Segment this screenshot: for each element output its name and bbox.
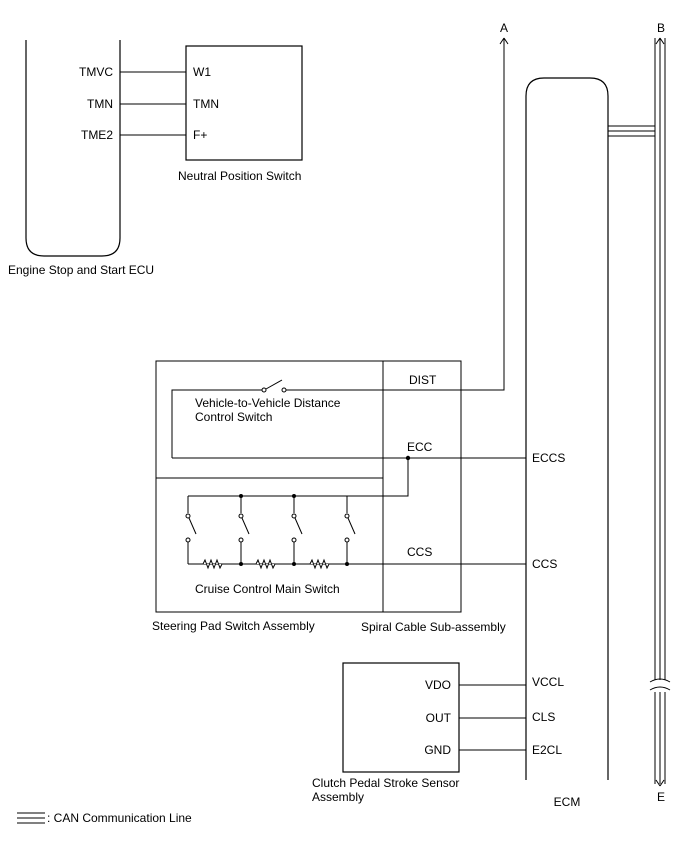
- connector-a-arrow-left: [499, 37, 505, 45]
- clutch-pin-gnd: GND: [424, 743, 451, 757]
- main-switch-2-contact-bottom: [238, 537, 244, 543]
- legend-text: : CAN Communication Line: [47, 811, 192, 825]
- ecu-pin-tmvc: TMVC: [79, 65, 113, 79]
- neutral-position-switch-label: Neutral Position Switch: [178, 169, 301, 183]
- ecm-pin-ccs: CCS: [532, 557, 557, 571]
- main-switch-1-blade: [188, 517, 197, 535]
- ecu-pin-tme2: TME2: [81, 128, 113, 142]
- connector-a-label: A: [500, 21, 508, 35]
- main-switch-3-contact-bottom: [291, 537, 297, 543]
- clutch-pin-vdo: VDO: [425, 678, 451, 692]
- ecm-label: ECM: [554, 795, 581, 809]
- connector-b-arrow-left: [655, 37, 661, 45]
- connector-b-label: B: [657, 21, 665, 35]
- can-bus-break-top: [649, 678, 671, 683]
- ecm-pin-cls: CLS: [532, 710, 555, 724]
- main-switch-3-contact-top: [291, 513, 297, 519]
- connector-e-arrow-left: [655, 779, 661, 787]
- distance-switch-blade: [265, 379, 283, 390]
- spiral-cable-sub-assembly-box: [382, 360, 462, 613]
- wire-distance-switch-left: [171, 389, 262, 458]
- wire-ecc-to-main-switch: [188, 458, 409, 497]
- main-switch-4-contact-top: [344, 513, 350, 519]
- distance-switch-contact-right: [281, 387, 287, 393]
- spiral-pin-ecc: ECC: [407, 440, 433, 454]
- clutch-sensor-label-1: Clutch Pedal Stroke Sensor: [312, 776, 459, 790]
- distance-switch-label-2: Control Switch: [195, 410, 272, 424]
- clutch-sensor-label-2: Assembly: [312, 790, 364, 804]
- engine-stop-start-ecu-body: [25, 40, 121, 257]
- clutch-pedal-stroke-sensor-box: [342, 662, 460, 773]
- resistor-2: [255, 558, 276, 570]
- main-switch-2-bottom-junction: [239, 562, 243, 566]
- ecm-pin-e2cl: E2CL: [532, 743, 562, 757]
- ecm-body: [525, 77, 609, 780]
- clutch-pin-out: OUT: [426, 711, 452, 725]
- ecm-pin-vccl: VCCL: [532, 675, 564, 689]
- cruise-control-main-switch-label: Cruise Control Main Switch: [195, 582, 340, 596]
- spiral-pin-dist: DIST: [409, 373, 437, 387]
- nps-pin-w1: W1: [193, 65, 211, 79]
- ecm-pin-eccs: ECCS: [532, 451, 565, 465]
- distance-switch-label-1: Vehicle-to-Vehicle Distance: [195, 396, 341, 410]
- can-bus-break-bottom: [649, 686, 671, 691]
- neutral-position-switch-box: [185, 45, 303, 161]
- connector-b-arrow-right: [659, 37, 665, 45]
- main-switch-4-blade: [347, 517, 356, 535]
- steering-pad-switch-assembly-label: Steering Pad Switch Assembly: [152, 619, 315, 633]
- main-switch-3-bottom-junction: [292, 562, 296, 566]
- nps-pin-fplus: F+: [193, 128, 207, 142]
- main-switch-2-contact-top: [238, 513, 244, 519]
- main-switch-1-contact-top: [185, 513, 191, 519]
- spiral-pin-ccs: CCS: [407, 545, 432, 559]
- main-switch-1-contact-bottom: [185, 537, 191, 543]
- connector-a-arrow-right: [503, 37, 509, 45]
- main-switch-4-bottom-junction: [345, 562, 349, 566]
- engine-stop-start-ecu-label: Engine Stop and Start ECU: [8, 263, 154, 277]
- main-switch-4-contact-bottom: [344, 537, 350, 543]
- connector-e-label: E: [657, 790, 665, 804]
- main-switch-3-blade: [294, 517, 303, 535]
- ecu-pin-tmn: TMN: [87, 97, 113, 111]
- resistor-1: [202, 558, 223, 570]
- wire-dist-to-a: [286, 38, 505, 391]
- spiral-cable-sub-assembly-label: Spiral Cable Sub-assembly: [361, 620, 506, 634]
- distance-switch-contact-left: [261, 387, 267, 393]
- resistor-3: [309, 558, 330, 570]
- connector-e-arrow-right: [659, 779, 665, 787]
- nps-pin-tmn: TMN: [193, 97, 219, 111]
- main-switch-2-blade: [241, 517, 250, 535]
